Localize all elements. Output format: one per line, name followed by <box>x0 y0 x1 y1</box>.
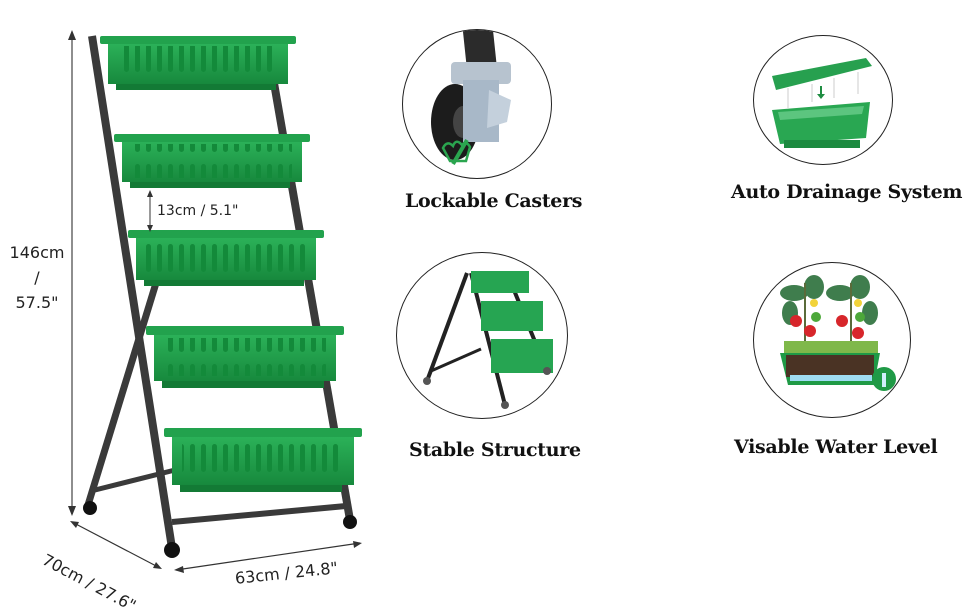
planter-drainage-icon <box>753 35 893 165</box>
vertical-planter-stand-image <box>68 30 362 573</box>
a-frame-stand-icon <box>396 252 568 419</box>
feature-label-water-level: Visable Water Level <box>734 436 938 458</box>
product-illustration: 146cm / 57.5" 13cm / 5.1" 70cm / 27.6" 6… <box>0 0 380 615</box>
tier-gap-label: 13cm / 5.1" <box>157 203 239 219</box>
feature-label-lockable-casters: Lockable Casters <box>405 190 583 212</box>
water-level-planter-icon <box>753 262 911 418</box>
feature-label-stable-structure: Stable Structure <box>409 439 581 461</box>
feature-label-auto-drainage: Auto Drainage System <box>731 181 963 203</box>
caster-wheel-icon <box>402 29 552 179</box>
height-dimension-label: 146cm / 57.5" <box>9 243 65 312</box>
